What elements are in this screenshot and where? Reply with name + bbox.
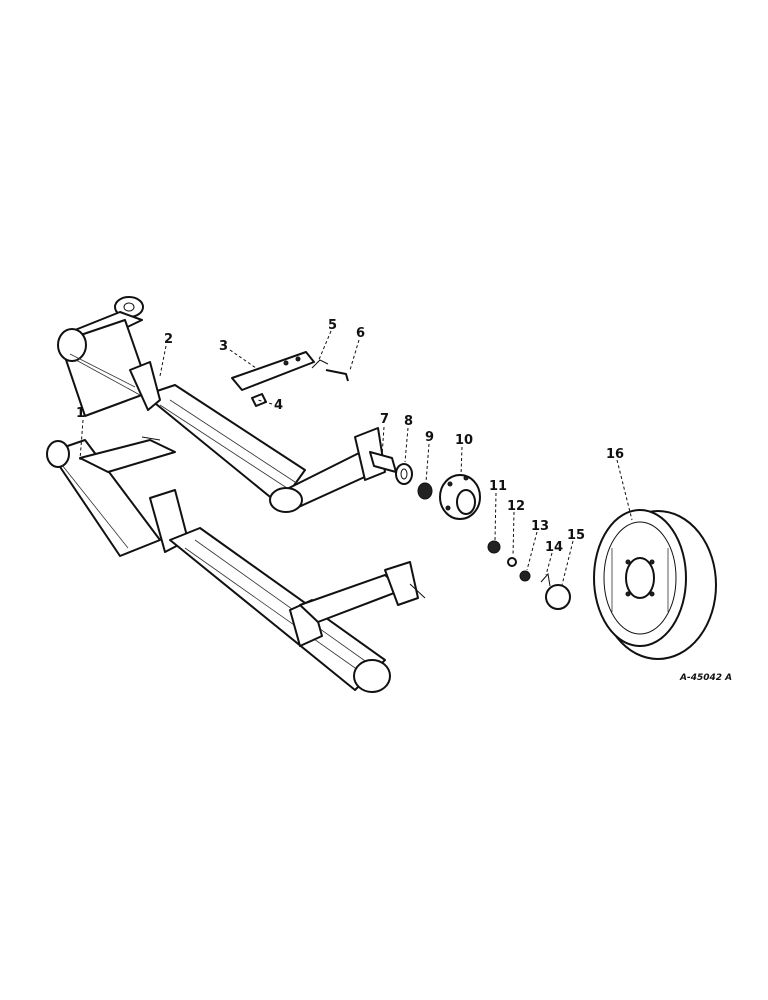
- strap-part-3: [231, 351, 315, 391]
- pin-part-6: [325, 369, 349, 382]
- wheel-rim-part-16: [593, 509, 717, 660]
- callout-9: 9: [425, 430, 434, 445]
- axle-beam-lower: [46, 436, 426, 693]
- drawing-code: A-45042 A: [679, 673, 732, 683]
- gusset-upper: [129, 361, 161, 411]
- callout-4: 4: [274, 398, 283, 413]
- callout-6: 6: [356, 326, 365, 341]
- castle-nut-part-13: [519, 570, 531, 582]
- callout-2: 2: [164, 332, 173, 347]
- callout-15: 15: [567, 528, 585, 543]
- leader-lines: [79, 330, 633, 586]
- cotter-pin-part-14: [540, 572, 551, 587]
- washer-part-12: [507, 557, 517, 567]
- callout-12: 12: [507, 499, 525, 514]
- callout-10: 10: [455, 433, 473, 448]
- callout-8: 8: [404, 414, 413, 429]
- axle-beam-upper: [57, 296, 386, 513]
- callout-14: 14: [545, 540, 563, 555]
- bearing-part-9: [417, 482, 433, 500]
- callout-labels: 1 2 3 4 5 6 7 8 9 10 11 12 13 14 15 16: [76, 318, 624, 555]
- callout-16: 16: [606, 447, 624, 462]
- callout-11: 11: [489, 479, 507, 494]
- top-arm-lower: [79, 439, 176, 473]
- nut-part-11: [487, 540, 501, 554]
- callout-3: 3: [219, 339, 228, 354]
- callout-13: 13: [531, 519, 549, 534]
- seal-part-8: [395, 463, 413, 485]
- spindle-arm-lower: [299, 574, 403, 623]
- callout-7: 7: [380, 412, 389, 427]
- callout-5: 5: [328, 318, 337, 333]
- callout-1: 1: [76, 406, 85, 421]
- clip-part-5: [311, 359, 329, 369]
- dust-cap-part-15: [545, 584, 571, 610]
